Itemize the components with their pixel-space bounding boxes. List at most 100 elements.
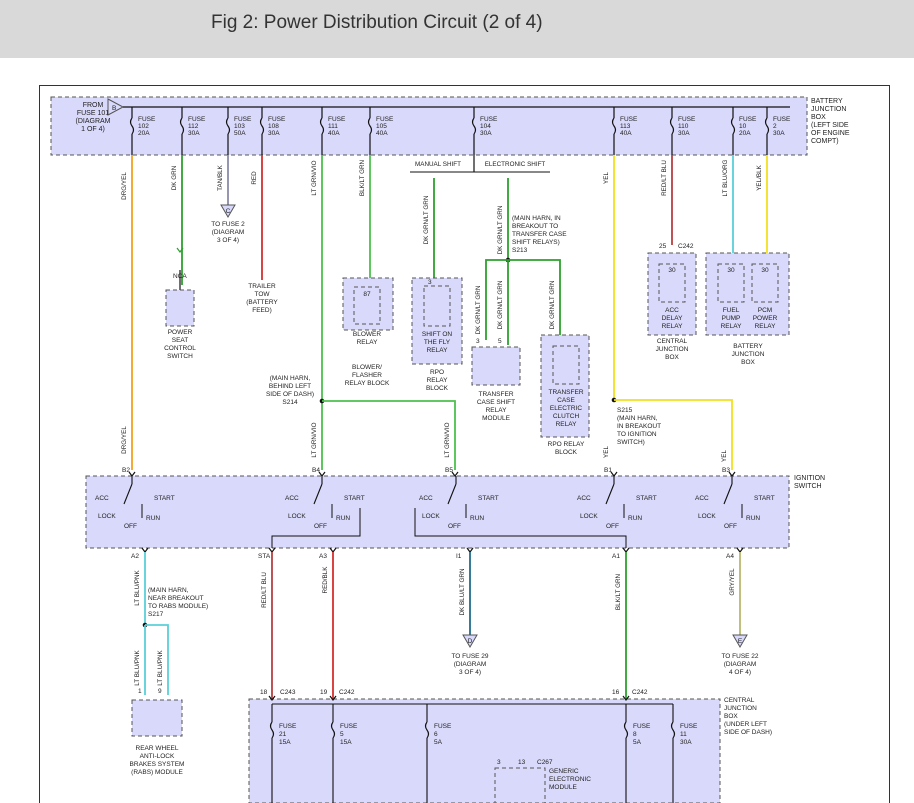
pin-A1-label: A1 bbox=[612, 553, 620, 560]
pcm-power-relay-box bbox=[751, 263, 779, 303]
lfuse-6-symbol bbox=[424, 721, 430, 739]
lfuse-11-label: 30A bbox=[680, 739, 692, 746]
fuse-108-label: 30A bbox=[268, 130, 280, 137]
connector-arrow bbox=[622, 695, 630, 701]
c242-label: C242 bbox=[678, 243, 694, 250]
to-fuse-29-label: (DIAGRAM bbox=[454, 661, 487, 668]
pin-3c-label: 3 bbox=[497, 759, 501, 766]
pin-19-label: 19 bbox=[320, 689, 328, 696]
power-seat-switch-label: POWER bbox=[168, 329, 193, 336]
to-fuse-2-label: 3 OF 4) bbox=[217, 237, 239, 244]
pcm-relay-label: POWER bbox=[753, 315, 778, 322]
run-label: RUN bbox=[146, 515, 160, 522]
fuel-pump-relay-box bbox=[717, 263, 745, 303]
bjb-label: OF ENGINE bbox=[811, 130, 850, 137]
acc-delay-relay-box bbox=[658, 263, 686, 303]
trailer-tow-label: TOW bbox=[254, 291, 270, 298]
connector-arrow bbox=[141, 547, 149, 553]
transfer-case-relay-label: RELAY bbox=[486, 407, 507, 414]
pin-5-label: 5 bbox=[498, 338, 502, 345]
connector-c-label: C bbox=[226, 208, 231, 215]
fuse-104-symbol bbox=[471, 117, 477, 135]
run-label: RUN bbox=[628, 515, 642, 522]
fuse-112-symbol bbox=[179, 117, 185, 135]
pin-25-label: 25 bbox=[659, 243, 667, 250]
cjb1-label: CENTRAL bbox=[657, 338, 688, 345]
lfuse-6-label: 5A bbox=[434, 739, 443, 746]
clutch-relay-label: CLUTCH bbox=[553, 413, 580, 420]
from-fuse-label: (DIAGRAM bbox=[76, 118, 111, 125]
wire-label-2: YEL/BLK bbox=[756, 164, 763, 190]
wire-label-i1: DK BLU/LT GRN bbox=[459, 568, 466, 615]
clutch-relay-label: ELECTRIC bbox=[550, 405, 582, 412]
bjb-label: JUNCTION bbox=[811, 106, 846, 113]
connector-arrow bbox=[268, 547, 276, 553]
bjb-label: (LEFT SIDE bbox=[811, 122, 849, 129]
s217-label: (MAIN HARN, bbox=[148, 587, 189, 594]
fuse-110-label: 110 bbox=[678, 123, 689, 130]
ignition-switch-box bbox=[85, 475, 790, 549]
fuse-104-label: 104 bbox=[480, 123, 491, 130]
connector-arrow bbox=[176, 247, 184, 253]
lfuse-8-label: FUSE bbox=[633, 723, 651, 730]
pin-30-a: 30 bbox=[668, 267, 676, 274]
lfuse-6-label: 6 bbox=[434, 731, 438, 738]
fuse-108-symbol bbox=[259, 117, 265, 135]
from-fuse-label: 1 OF 4) bbox=[81, 126, 105, 133]
transfer-case-relay-label: CASE SHIFT bbox=[477, 399, 515, 406]
wire-label-a3: RED/BLK bbox=[322, 566, 329, 594]
bjb-label: COMPT) bbox=[811, 138, 839, 145]
connector-e bbox=[732, 634, 748, 648]
s217-label: NEAR BREAKOUT bbox=[148, 595, 204, 602]
cjb2-label: SIDE OF DASH) bbox=[724, 729, 772, 736]
blower-relay-label: RELAY bbox=[357, 339, 378, 346]
to-fuse-29-label: 3 OF 4) bbox=[459, 669, 481, 676]
run-label: RUN bbox=[336, 515, 350, 522]
ign-internal bbox=[271, 508, 361, 548]
pin-9-label: 9 bbox=[158, 688, 162, 695]
s214-label: (MAIN HARN, bbox=[270, 375, 311, 382]
lfuse-8-label: 5A bbox=[633, 739, 642, 746]
c243-label: C243 bbox=[280, 689, 296, 696]
connector-c bbox=[220, 204, 236, 218]
pcm-relay-label: PCM bbox=[758, 307, 772, 314]
shift-fly-label: RELAY bbox=[427, 347, 448, 354]
lfuse-6-label: FUSE bbox=[434, 723, 452, 730]
lfuse-21-label: 15A bbox=[279, 739, 291, 746]
clutch-relay-label: CASE bbox=[557, 397, 575, 404]
wire-label-b2: DRG/YEL bbox=[121, 426, 128, 454]
battery-junction-box bbox=[50, 96, 808, 156]
shift-fly-label: THE FLY bbox=[424, 339, 451, 346]
pin-A2-label: A2 bbox=[131, 553, 139, 560]
s217-label: S217 bbox=[148, 611, 164, 618]
s215-label: S215 bbox=[617, 407, 633, 414]
cjb2-label: (UNDER LEFT bbox=[724, 721, 767, 728]
fuse-105-label: 40A bbox=[376, 130, 388, 137]
pin-30-b: 30 bbox=[727, 267, 735, 274]
lfuse-5-label: FUSE bbox=[340, 723, 358, 730]
rabs-module-box bbox=[131, 699, 183, 737]
acc-label: ACC bbox=[695, 495, 709, 502]
s213-label: BREAKOUT TO bbox=[512, 223, 558, 230]
acc-label: ACC bbox=[285, 495, 299, 502]
pin-30-c: 30 bbox=[761, 267, 769, 274]
fuse-2-label: 2 bbox=[773, 123, 777, 130]
lfuse-5-symbol bbox=[330, 721, 336, 739]
lfuse-5-label: 5 bbox=[340, 731, 344, 738]
fuse-111-label: 111 bbox=[328, 123, 338, 130]
start-label: START bbox=[636, 495, 657, 502]
start-label: START bbox=[154, 495, 175, 502]
wire-label-shift-fly: DK GRN/LT GRN bbox=[423, 195, 430, 244]
c242b-label: C242 bbox=[632, 689, 648, 696]
wire-label-113: YEL bbox=[603, 172, 610, 184]
wire-label-108: RED bbox=[251, 171, 258, 185]
shift-fly-relay-box bbox=[423, 285, 451, 327]
pin-1-label: 1 bbox=[138, 688, 142, 695]
to-fuse-2-label: (DIAGRAM bbox=[212, 229, 245, 236]
clutch-relay-box bbox=[552, 345, 580, 385]
rpo-block-label: RPO bbox=[430, 369, 444, 376]
to-fuse-29-label: TO FUSE 29 bbox=[451, 653, 488, 660]
clutch-relay-label: TRANSFER bbox=[548, 389, 583, 396]
rpo-block2-label: RPO RELAY bbox=[548, 441, 585, 448]
